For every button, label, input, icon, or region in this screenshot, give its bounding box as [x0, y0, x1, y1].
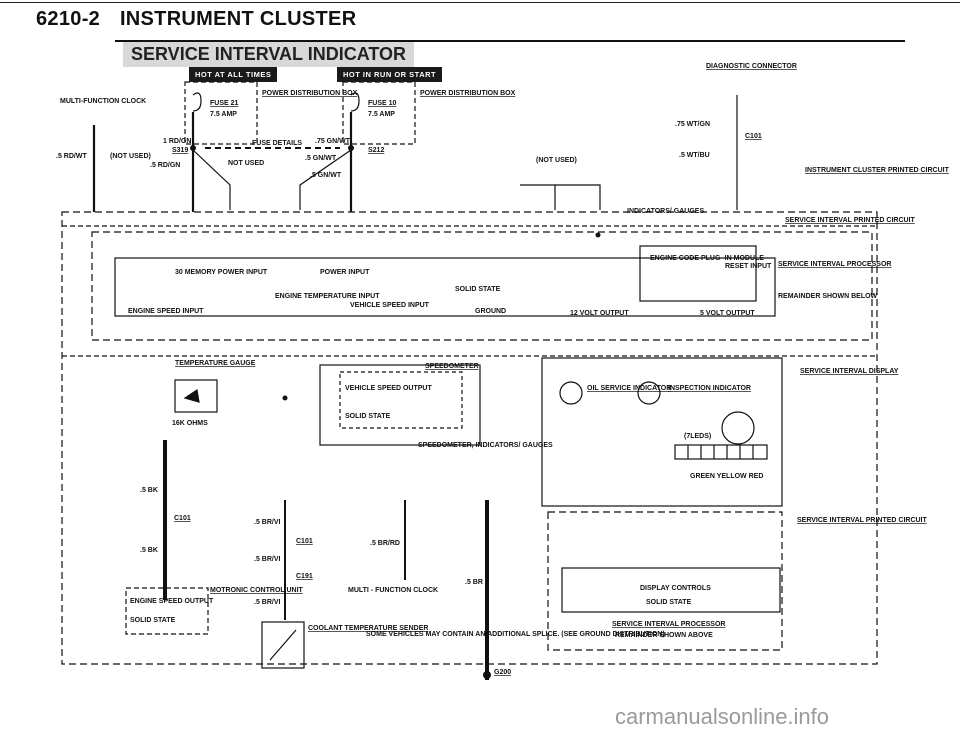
- header-rule: [115, 40, 905, 42]
- label-veh-speed-output: VEHICLE SPEED OUTPUT: [345, 385, 432, 392]
- label-not-used-3: (NOT USED): [536, 157, 577, 164]
- fuse10-symbol: [350, 92, 360, 112]
- label-fuse10-amp: 7.5 AMP: [368, 111, 395, 118]
- label-multi-function-clock: MULTI-FUNCTION CLOCK: [60, 98, 146, 105]
- label-display-controls: DISPLAY CONTROLS: [640, 585, 711, 592]
- label-fuse-details: FUSE DETAILS: [252, 140, 302, 147]
- label-sid: SERVICE INTERVAL DISPLAY: [800, 368, 899, 375]
- label-power-input: POWER INPUT: [320, 269, 370, 276]
- label-s319: S319: [172, 147, 188, 154]
- label-br-vi-2: .5 BR/VI: [254, 556, 281, 563]
- label-bk-1: .5 BK: [140, 487, 158, 494]
- label-not-used-1: (NOT USED): [110, 153, 151, 160]
- label-c101-a: C101: [296, 538, 313, 545]
- label-vehicle-speed: VEHICLE SPEED INPUT: [350, 302, 430, 309]
- label-inspection: INSPECTION INDICATOR: [668, 385, 751, 392]
- fuse21-symbol: [192, 92, 202, 112]
- label-sii-printed-2: SERVICE INTERVAL PRINTED CIRCUIT: [797, 517, 928, 524]
- label-oil-service: OIL SERVICE INDICATOR: [587, 385, 671, 392]
- label-coolant: COOLANT TEMPERATURE SENDER: [308, 625, 428, 632]
- label-gn-wt-5b: .5 GN/WT: [310, 172, 342, 179]
- label-c101-top: C101: [745, 133, 762, 140]
- top-rule: [0, 2, 960, 3]
- label-fuse10: FUSE 10: [368, 100, 397, 107]
- label-g200: G200: [494, 669, 511, 676]
- label-fuse21-amp: 7.5 AMP: [210, 111, 237, 118]
- label-rd-gn-1: 1 RD/GN: [163, 138, 191, 145]
- watermark: carmanualsonline.info: [615, 704, 830, 729]
- label-ohms: 16K OHMS: [172, 420, 208, 427]
- label-wt-bu: .5 WT/BU: [679, 152, 710, 159]
- label-motronic: MOTRONIC CONTROL UNIT: [210, 587, 304, 594]
- page-title: INSTRUMENT CLUSTER: [119, 8, 357, 30]
- label-not-used-2: NOT USED: [228, 160, 264, 167]
- label-reset-input: RESET INPUT: [725, 263, 772, 270]
- fuse21-box: [184, 81, 258, 145]
- label-diagnostic-connector: DIAGNOSTIC CONNECTOR: [706, 63, 797, 70]
- label-temp-gauge: TEMPERATURE GAUGE: [175, 360, 256, 367]
- label-wt-gn: .75 WT/GN: [675, 121, 710, 128]
- label-instrument-cluster: INSTRUMENT CLUSTER PRINTED CIRCUIT: [805, 167, 950, 174]
- section-banner: SERVICE INTERVAL INDICATOR: [123, 42, 415, 67]
- label-mf-clock-bottom: MULTI - FUNCTION CLOCK: [348, 587, 438, 594]
- label-gyr: GREEN YELLOW RED: [690, 473, 763, 480]
- label-solid-state-4: SOLID STATE: [646, 599, 692, 606]
- label-indicators-gauges: INDICATORS/ GAUGES: [627, 208, 704, 215]
- label-7leds: (7LEDS): [684, 433, 711, 440]
- label-br-vi-3: .5 BR/VI: [254, 599, 281, 606]
- label-ground: GROUND: [475, 308, 506, 315]
- label-rd-gn-5: .5 RD/GN: [150, 162, 180, 169]
- label-rd-wt: .5 RD/WT: [56, 153, 87, 160]
- label-power-dist-1: POWER DISTRIBUTION BOX: [262, 90, 358, 97]
- label-spd-ind: SPEEDOMETER, INDICATORS/ GAUGES: [418, 442, 553, 449]
- label-power-dist-2: POWER DISTRIBUTION BOX: [420, 90, 516, 97]
- label-sip-bottom: SERVICE INTERVAL PROCESSOR: [612, 621, 725, 628]
- label-br-rd: .5 BR/RD: [370, 540, 400, 547]
- label-gn-wt-5a: .5 GN/WT: [305, 155, 337, 162]
- label-mem-power: 30 MEMORY POWER INPUT: [175, 269, 268, 276]
- label-gn-wt-75: .75 GN/WT: [315, 138, 351, 145]
- label-speedometer: SPEEDOMETER: [425, 363, 479, 370]
- label-remainder-below: REMAINDER SHOWN BELOW: [778, 293, 878, 300]
- label-br-vi-1: .5 BR/VI: [254, 519, 281, 526]
- hot-in-run-pill: HOT IN RUN OR START: [337, 67, 443, 82]
- label-solid-state-2: SOLID STATE: [345, 413, 391, 420]
- fuse10-box: [342, 81, 416, 145]
- label-12-volt: 12 VOLT OUTPUT: [570, 310, 629, 317]
- label-solid-state-3: SOLID STATE: [130, 617, 176, 624]
- label-engine-code-plug: ENGINE CODE PLUG- IN MODULE: [650, 255, 764, 262]
- label-br: .5 BR: [465, 579, 483, 586]
- page-header: 6210-2 INSTRUMENT CLUSTER: [36, 8, 370, 31]
- label-engine-temp: ENGINE TEMPERATURE INPUT: [275, 293, 380, 300]
- page-number: 6210-2: [36, 8, 101, 30]
- label-solid-state-1: SOLID STATE: [455, 286, 501, 293]
- label-sip: SERVICE INTERVAL PROCESSOR: [778, 261, 891, 268]
- label-c101-left: C101: [174, 515, 191, 522]
- label-bk-2: .5 BK: [140, 547, 158, 554]
- label-5-volt: 5 VOLT OUTPUT: [700, 310, 755, 317]
- label-c191: C191: [296, 573, 313, 580]
- label-s212: S212: [368, 147, 384, 154]
- label-sii-printed: SERVICE INTERVAL PRINTED CIRCUIT: [785, 217, 916, 224]
- label-remainder-above: REMAINDER SHOWN ABOVE: [615, 632, 713, 639]
- label-fuse21: FUSE 21: [210, 100, 239, 107]
- label-note: SOME VEHICLES MAY CONTAIN AN ADDITIONAL …: [366, 631, 665, 638]
- label-engine-speed: ENGINE SPEED INPUT: [128, 308, 204, 315]
- label-esp-output: ENGINE SPEED OUTPUT: [130, 598, 214, 605]
- hot-at-all-times-pill: HOT AT ALL TIMES: [189, 67, 278, 82]
